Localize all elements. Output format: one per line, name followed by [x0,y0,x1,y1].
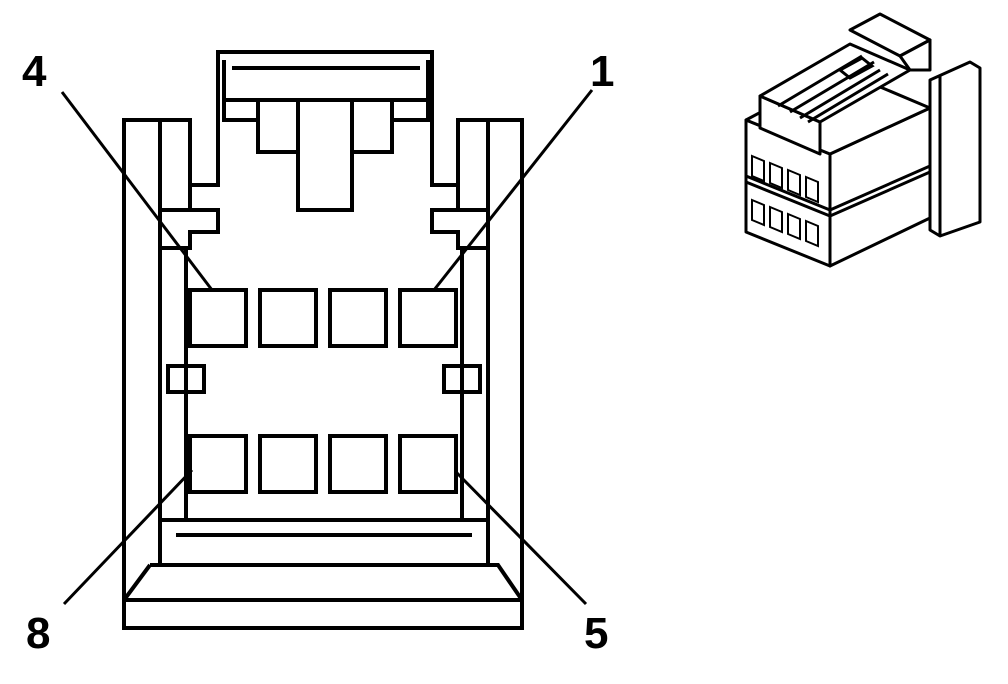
latch-step [222,100,430,212]
iso-latch-ridge-side [898,38,932,72]
leader-line-8 [62,468,194,606]
iso-end-cap [928,60,982,238]
iso-cavity-bottom-4 [805,219,819,248]
terminal-cavity-8 [188,434,248,494]
leader-line-1 [432,89,594,291]
iso-cavity-top-4 [805,175,819,204]
iso-latch-cap [837,56,875,80]
terminal-cavity-4 [188,288,248,348]
iso-cavity-bottom-1 [751,198,765,227]
terminal-cavity-1 [398,288,458,348]
terminal-cavity-7 [258,434,318,494]
leader-line-5 [454,470,588,606]
iso-cavity-bottom-3 [787,212,801,241]
terminal-cavity-3 [258,288,318,348]
iso-cavity-top-1 [751,154,765,183]
iso-cavity-top-2 [769,161,783,190]
pin-label-8: 8 [26,609,51,658]
iso-split-line [745,164,931,212]
latch-steps-side [256,100,394,120]
pin-label-5: 5 [584,609,609,658]
terminal-row-bottom [188,434,458,494]
terminal-cavity-6 [328,434,388,494]
iso-cavity-bottom-2 [769,205,783,234]
terminal-row-top [188,288,458,348]
bottom-ledge [122,518,524,602]
leader-line-4 [60,91,214,291]
cavity-outline [184,248,464,522]
latch-outer [222,60,430,102]
terminal-cavity-5 [398,434,458,494]
pin-label-1: 1 [590,47,615,96]
iso-latch-channel-2 [799,68,889,124]
iso-split-line-2 [745,170,931,218]
iso-cavity-top-3 [787,168,801,197]
pin-label-4: 4 [22,47,47,96]
latch-key [296,100,354,152]
terminal-cavity-2 [328,288,388,348]
